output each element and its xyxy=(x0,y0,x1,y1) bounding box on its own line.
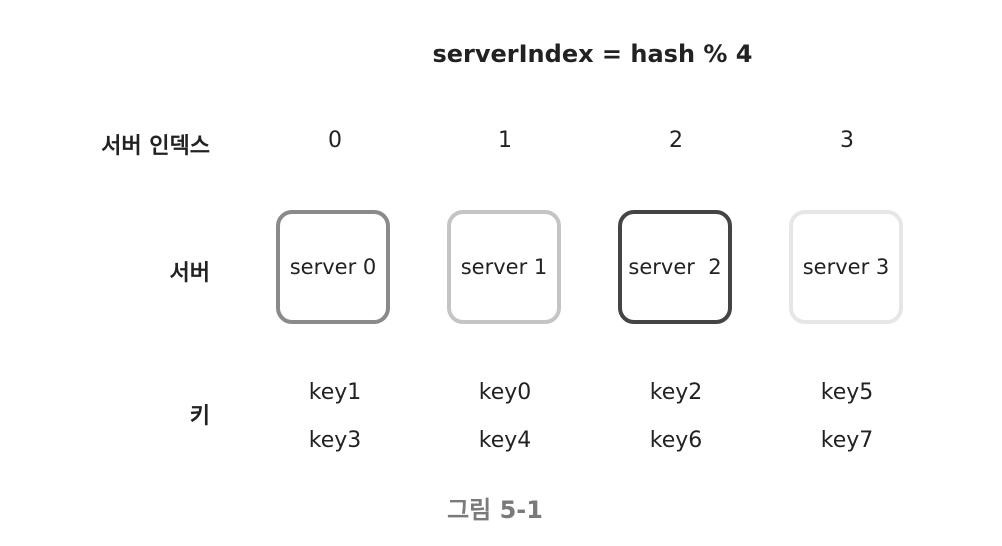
server-box-3: server 3 xyxy=(789,210,903,324)
key-0-0: key1 xyxy=(308,380,362,405)
row-label-key: 키 xyxy=(189,404,210,429)
key-3-1: key7 xyxy=(820,428,874,453)
figure-caption: 그림 5-1 xyxy=(447,496,543,524)
server-index-2: 2 xyxy=(669,128,683,153)
key-2-1: key6 xyxy=(649,428,703,453)
server-box-2: server 2 xyxy=(618,210,732,324)
server-index-0: 0 xyxy=(328,128,342,153)
row-label-server-index: 서버 인덱스 xyxy=(101,134,210,159)
key-1-1: key4 xyxy=(478,428,532,453)
server-box-1: server 1 xyxy=(447,210,561,324)
key-2-0: key2 xyxy=(649,380,703,405)
formula-title: serverIndex = hash % 4 xyxy=(432,40,753,68)
key-3-0: key5 xyxy=(820,380,874,405)
server-box-0: server 0 xyxy=(276,210,390,324)
key-1-0: key0 xyxy=(478,380,532,405)
server-index-1: 1 xyxy=(498,128,512,153)
row-label-server: 서버 xyxy=(169,261,210,286)
server-index-3: 3 xyxy=(840,128,854,153)
key-0-1: key3 xyxy=(308,428,362,453)
